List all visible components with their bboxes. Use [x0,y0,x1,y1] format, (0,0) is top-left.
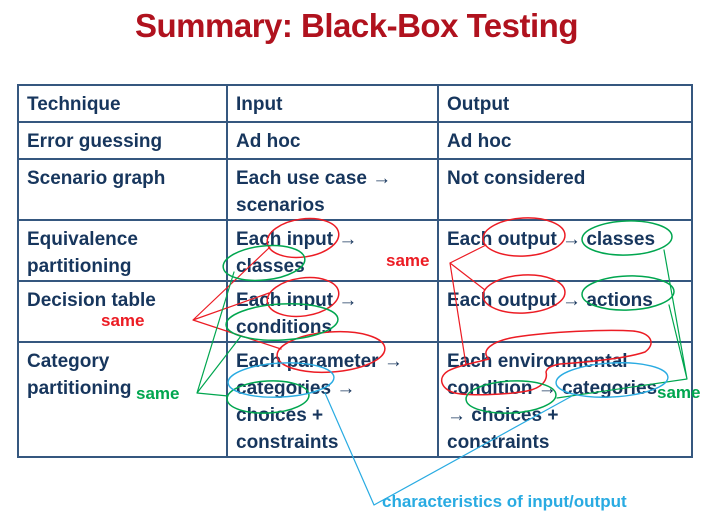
table-row: Scenario graph Each use case → scenarios… [17,158,693,221]
table-row: Equivalence partitioning Each input → cl… [17,219,693,282]
cell-input: Each use case → scenarios [226,158,439,221]
cell-input: Each parameter → categories → choices + … [226,341,439,458]
same-label-green-left: same [136,384,180,403]
col-header-output: Output [437,84,693,123]
same-label-red-left: same [101,311,145,330]
cell-input: Each input → conditions [226,280,439,343]
cell-output: Each output → actions [437,280,693,343]
blackbox-testing-table: Technique Input Output Error guessing Ad… [17,84,693,458]
cell-input: Ad hoc [226,121,439,160]
cell-output: Each environmental condition → categorie… [437,341,693,458]
table-row: Category partitioning Each parameter → c… [17,341,693,458]
same-label-green-right: same [657,383,701,402]
footnote-characteristics: characteristics of input/output [382,492,627,511]
cell-output: Not considered [437,158,693,221]
cell-technique: Scenario graph [17,158,228,221]
slide-title: Summary: Black-Box Testing [134,7,579,44]
col-header-technique: Technique [17,84,228,123]
cell-technique: Equivalence partitioning [17,219,228,282]
col-header-input: Input [226,84,439,123]
cell-technique: Error guessing [17,121,228,160]
cell-technique: Category partitioning [17,341,228,458]
same-label-red-middle: same [386,251,430,270]
table-header-row: Technique Input Output [17,84,693,123]
cell-output: Each output → classes [437,219,693,282]
cell-output: Ad hoc [437,121,693,160]
table-row: Error guessing Ad hoc Ad hoc [17,121,693,160]
